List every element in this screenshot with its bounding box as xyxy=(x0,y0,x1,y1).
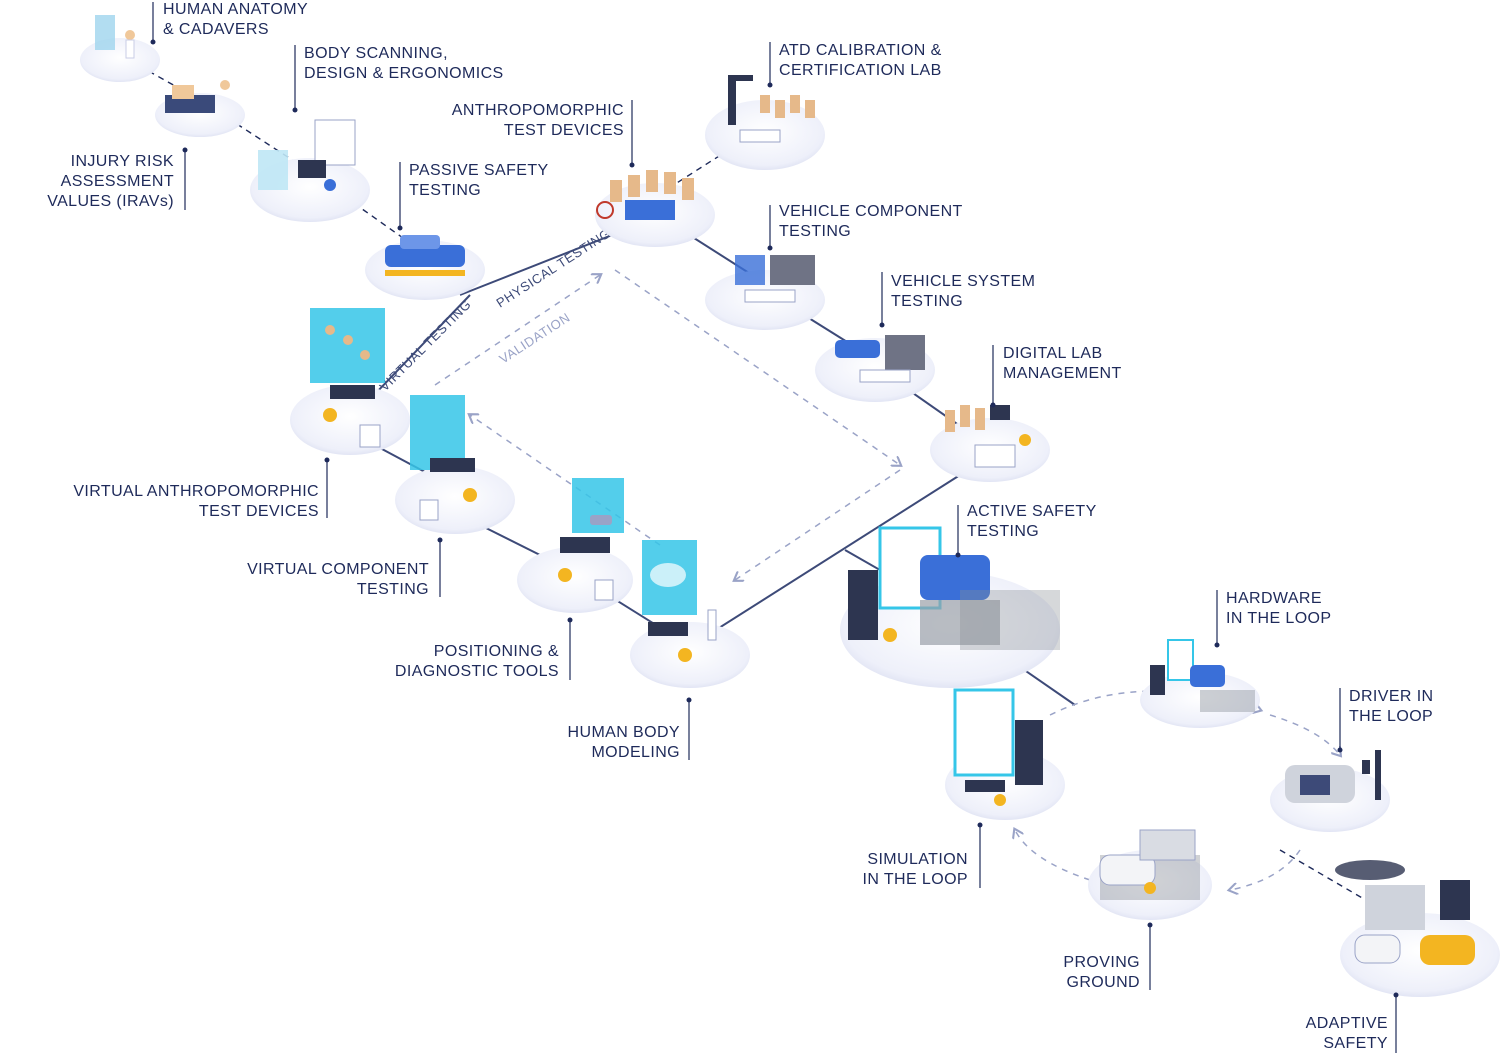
platform-positioning xyxy=(517,547,633,613)
traffic-icon xyxy=(1335,860,1475,965)
leader-dots xyxy=(150,39,1399,998)
component-rig-icon xyxy=(735,255,815,303)
label-human-anatomy: HUMAN ANATOMY& CADAVERS xyxy=(163,1,309,38)
virtual-testing-tag: VIRTUAL TESTING xyxy=(377,297,475,395)
physical-testing-tag: PHYSICAL TESTING xyxy=(493,225,613,310)
platform-virtual-component xyxy=(395,466,515,534)
simulation-icon xyxy=(953,688,1043,806)
driver-icon xyxy=(1285,750,1381,803)
scanner-icon xyxy=(258,119,356,191)
label-positioning: POSITIONING &DIAGNOSTIC TOOLS xyxy=(394,643,559,680)
lab-icon xyxy=(945,405,1031,468)
anatomy-icon xyxy=(95,15,135,59)
car-icon xyxy=(835,335,925,383)
leader-lines xyxy=(152,2,1397,1053)
diagnostic-icon xyxy=(558,478,624,601)
track-icon xyxy=(1099,829,1200,900)
body-model-icon xyxy=(642,540,717,662)
workstation-icon xyxy=(410,395,477,521)
assessment-icon xyxy=(165,80,230,113)
platform-human-anatomy xyxy=(80,38,160,82)
active-car-icon xyxy=(848,526,1060,650)
hardware-icon xyxy=(1150,639,1255,712)
dummy-icon xyxy=(596,170,694,220)
crash-car-icon xyxy=(385,235,465,276)
scene-icons xyxy=(95,15,1475,965)
monitor-icon xyxy=(310,308,385,448)
label-body-scanning: BODY SCANNING,DESIGN & ERGONOMICS xyxy=(304,45,504,82)
robot-arm-icon xyxy=(728,75,815,143)
label-atd-calibration: ATD CALIBRATION &CERTIFICATION LAB xyxy=(779,42,942,79)
